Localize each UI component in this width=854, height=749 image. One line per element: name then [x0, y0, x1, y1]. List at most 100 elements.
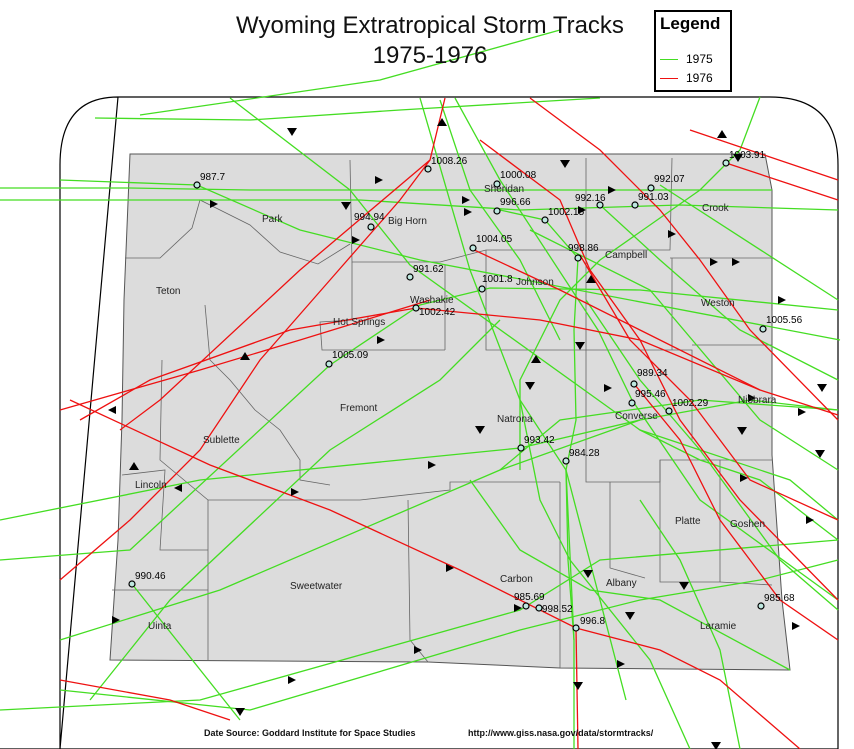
- arrow-icon: [625, 612, 635, 620]
- pressure-label: 991.62: [413, 264, 444, 275]
- pressure-marker: [325, 360, 333, 368]
- arrow-icon: [733, 154, 743, 162]
- county-label: Weston: [701, 298, 735, 309]
- arrow-icon: [287, 128, 297, 136]
- pressure-marker: [759, 325, 767, 333]
- arrow-icon: [668, 230, 676, 238]
- pressure-marker: [522, 602, 530, 610]
- pressure-label: 984.28: [569, 448, 600, 459]
- track-arrows: [108, 118, 827, 749]
- arrow-icon: [475, 426, 485, 434]
- legend-swatch-1975: [660, 59, 678, 60]
- pressure-marker: [722, 159, 730, 167]
- arrow-icon: [235, 708, 245, 716]
- arrow-icon: [446, 564, 454, 572]
- pressure-marker: [574, 254, 582, 262]
- arrow-icon: [806, 516, 814, 524]
- arrow-icon: [575, 342, 585, 350]
- pressure-label: 1005.09: [332, 350, 369, 361]
- arrow-icon: [414, 646, 422, 654]
- pressure-marker: [630, 380, 638, 388]
- pressure-label: 996.8: [580, 616, 605, 627]
- arrow-icon: [617, 660, 625, 668]
- county-label: Laramie: [700, 621, 737, 632]
- pressure-label: 991.03: [638, 192, 669, 203]
- arrow-icon: [531, 355, 541, 363]
- arrow-icon: [583, 570, 593, 578]
- county-label: Fremont: [340, 403, 377, 414]
- pressure-label: 992.16: [575, 193, 606, 204]
- pressure-marker: [665, 407, 673, 415]
- arrow-icon: [792, 622, 800, 630]
- pressure-label: 996.66: [500, 197, 531, 208]
- county-label: Campbell: [605, 250, 647, 261]
- arrow-icon: [437, 118, 447, 126]
- arrow-icon: [514, 604, 522, 612]
- legend-swatch-1976: [660, 78, 678, 79]
- arrow-icon: [732, 258, 740, 266]
- pressure-label: 1004.05: [476, 234, 513, 245]
- pressure-label: 987.7: [200, 172, 225, 183]
- arrow-icon: [740, 474, 748, 482]
- arrow-icon: [711, 742, 721, 749]
- pressure-marker: [424, 165, 432, 173]
- pressure-marker: [193, 181, 201, 189]
- tracks-1975: [0, 29, 841, 749]
- arrow-icon: [737, 427, 747, 435]
- county-label: Park: [262, 214, 284, 225]
- pressure-label: 1002.42: [419, 307, 456, 318]
- county-label: Lincoln: [135, 480, 167, 491]
- pressure-label: 994.94: [354, 212, 385, 223]
- county-label: Crook: [702, 203, 730, 214]
- pressure-marker: [406, 273, 414, 281]
- pressure-label: 998.52: [542, 604, 573, 615]
- arrow-icon: [291, 488, 299, 496]
- pressure-label: 1008.26: [431, 156, 468, 167]
- county-label: Washakie: [410, 295, 454, 306]
- county-label: Sheridan: [484, 184, 524, 195]
- arrow-icon: [129, 462, 139, 470]
- pressure-label: 1001.8: [482, 274, 513, 285]
- county-label: Sublette: [203, 435, 240, 446]
- arrow-icon: [288, 676, 296, 684]
- county-label: Converse: [615, 411, 658, 422]
- arrow-icon: [717, 130, 727, 138]
- county-label: Hot Springs: [333, 317, 385, 328]
- legend-item-1975: 1975: [656, 52, 730, 68]
- arrow-icon: [586, 275, 596, 283]
- pressure-marker: [541, 216, 549, 224]
- arrow-icon: [174, 484, 182, 492]
- pressure-label: 998.86: [568, 243, 599, 254]
- arrow-icon: [604, 384, 612, 392]
- county-labels: Park Big Horn Sheridan Crook Campbell Te…: [135, 184, 777, 632]
- pressure-marker: [469, 244, 477, 252]
- pressure-label: 1003.91: [729, 150, 766, 161]
- pressure-points: [128, 159, 767, 632]
- pressure-label: 1005.56: [766, 315, 803, 326]
- arrow-icon: [341, 202, 351, 210]
- legend-box: Legend 1975 1976: [654, 10, 732, 92]
- arrow-icon: [778, 296, 786, 304]
- arrow-icon: [815, 450, 825, 458]
- pressure-marker: [128, 580, 136, 588]
- arrow-icon: [352, 236, 360, 244]
- pressure-label: 989.34: [637, 368, 668, 379]
- pressure-marker: [367, 223, 375, 231]
- arrow-icon: [240, 352, 250, 360]
- pressure-marker: [757, 602, 765, 610]
- arrow-icon: [210, 200, 218, 208]
- pressure-marker: [562, 457, 570, 465]
- pressure-marker: [628, 399, 636, 407]
- pressure-label: 1002.29: [672, 398, 709, 409]
- county-label: Natrona: [497, 414, 533, 425]
- legend-label-1976: 1976: [686, 71, 713, 85]
- county-label: Albany: [606, 578, 637, 589]
- pressure-label: 992.07: [654, 174, 685, 185]
- arrow-icon: [748, 394, 756, 402]
- county-label: Sweetwater: [290, 581, 343, 592]
- pressure-label: 995.46: [635, 389, 666, 400]
- map-subtitle: 1975-1976: [372, 42, 488, 69]
- county-label: Teton: [156, 286, 180, 297]
- legend-title: Legend: [660, 14, 721, 33]
